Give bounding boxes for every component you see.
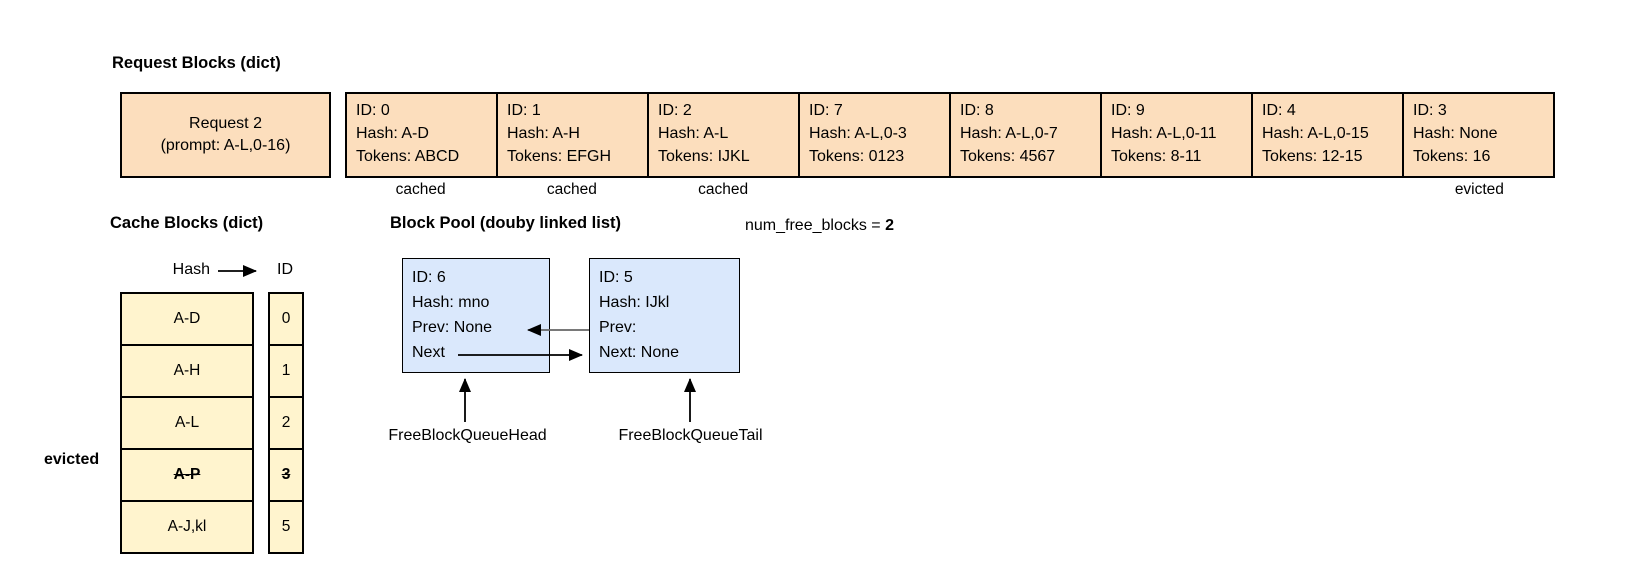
request-block-3: ID: 7 Hash: A-L,0-3 Tokens: 0123 (798, 94, 949, 176)
block-pool-title: Block Pool (douby linked list) (390, 214, 622, 232)
block-id: ID: 7 (809, 102, 843, 119)
free-block-queue-tail-label: FreeBlockQueueTail (618, 427, 763, 444)
cache-id-cell: 2 (268, 396, 304, 450)
block-tokens: Tokens: IJKL (658, 148, 750, 165)
cache-hash-column: A-D A-H A-L A-P A-J,kl (120, 292, 254, 554)
num-free-blocks: num_free_blocks = 2 (745, 217, 894, 235)
block-tokens: Tokens: 16 (1413, 148, 1491, 165)
block-hash: Hash: None (1413, 125, 1498, 142)
block-id: ID: 2 (658, 102, 692, 119)
cache-hash-cell-evicted: A-P (120, 448, 254, 502)
cache-id-cell: 5 (268, 500, 304, 554)
request-block-6: ID: 4 Hash: A-L,0-15 Tokens: 12-15 (1251, 94, 1402, 176)
cache-id-cell-evicted: 3 (268, 448, 304, 502)
note-evicted: evicted (1454, 181, 1504, 198)
evicted-hash-text: A-P (173, 466, 201, 483)
request-blocks-notes: cached cached cached evicted (345, 181, 1555, 199)
block-id: ID: 9 (1111, 102, 1145, 119)
id-column-header: ID (277, 261, 293, 278)
node-id: ID: 6 (412, 269, 446, 286)
note-cached: cached (395, 181, 446, 198)
note-empty (950, 181, 1101, 199)
request-block-1: ID: 1 Hash: A-H Tokens: EFGH (496, 94, 647, 176)
block-tokens: Tokens: 4567 (960, 148, 1056, 165)
block-id: ID: 1 (507, 102, 541, 119)
request-block-4: ID: 8 Hash: A-L,0-7 Tokens: 4567 (949, 94, 1100, 176)
block-hash: Hash: A-L (658, 125, 729, 142)
block-id: ID: 0 (356, 102, 390, 119)
request-blocks-title: Request Blocks (dict) (112, 54, 281, 72)
cache-id-cell: 0 (268, 292, 304, 346)
node-prev: Prev: None (412, 319, 493, 336)
hash-column-header: Hash (172, 261, 210, 278)
block-hash: Hash: A-D (356, 125, 429, 142)
note-empty (1253, 181, 1404, 199)
request-block-5: ID: 9 Hash: A-L,0-11 Tokens: 8-11 (1100, 94, 1251, 176)
note-empty (1101, 181, 1252, 199)
request-prompt: (prompt: A-L,0-16) (160, 137, 291, 154)
node-hash: Hash: mno (412, 294, 490, 311)
node-next: Next (412, 344, 445, 361)
block-hash: Hash: A-L,0-7 (960, 125, 1058, 142)
note-cached: cached (546, 181, 597, 198)
block-hash: Hash: A-L,0-3 (809, 125, 907, 142)
request-summary-box: Request 2 (prompt: A-L,0-16) (120, 92, 331, 178)
cache-hash-cell: A-D (120, 292, 254, 346)
num-free-blocks-label: num_free_blocks = (745, 217, 886, 234)
cache-hash-cell: A-L (120, 396, 254, 450)
block-tokens: Tokens: 0123 (809, 148, 905, 165)
node-next: Next: None (599, 344, 680, 361)
request-block-2: ID: 2 Hash: A-L Tokens: IJKL (647, 94, 798, 176)
request-block-0: ID: 0 Hash: A-D Tokens: ABCD (347, 94, 496, 176)
node-prev: Prev: (599, 319, 637, 336)
block-id: ID: 3 (1413, 102, 1447, 119)
num-free-blocks-value: 2 (885, 217, 894, 234)
cache-id-column: 0 1 2 3 5 (268, 292, 304, 554)
note-empty (799, 181, 950, 199)
cache-id-cell: 1 (268, 344, 304, 398)
block-tokens: Tokens: EFGH (507, 148, 612, 165)
cache-blocks-title: Cache Blocks (dict) (110, 214, 264, 232)
request-name: Request 2 (189, 115, 262, 132)
request-block-7: ID: 3 Hash: None Tokens: 16 (1402, 94, 1553, 176)
block-id: ID: 8 (960, 102, 994, 119)
note-cached: cached (698, 181, 749, 198)
request-blocks-row: ID: 0 Hash: A-D Tokens: ABCD ID: 1 Hash:… (345, 92, 1555, 178)
pool-node-5: ID: 5 Hash: IJkl Prev: Next: None (589, 258, 740, 373)
node-id: ID: 5 (599, 269, 633, 286)
cache-hash-cell: A-J,kl (120, 500, 254, 554)
block-tokens: Tokens: 8-11 (1111, 148, 1202, 165)
pool-node-6: ID: 6 Hash: mno Prev: None Next (402, 258, 550, 373)
block-hash: Hash: A-L,0-11 (1111, 125, 1217, 142)
free-block-queue-head-label: FreeBlockQueueHead (388, 427, 547, 444)
evicted-row-label: evicted (44, 451, 100, 468)
block-hash: Hash: A-L,0-15 (1262, 125, 1369, 142)
node-hash: Hash: IJkl (599, 294, 670, 311)
block-hash: Hash: A-H (507, 125, 580, 142)
cache-hash-cell: A-H (120, 344, 254, 398)
block-tokens: Tokens: 12-15 (1262, 148, 1363, 165)
evicted-id-text: 3 (281, 466, 291, 483)
block-id: ID: 4 (1262, 102, 1296, 119)
block-tokens: Tokens: ABCD (356, 148, 460, 165)
